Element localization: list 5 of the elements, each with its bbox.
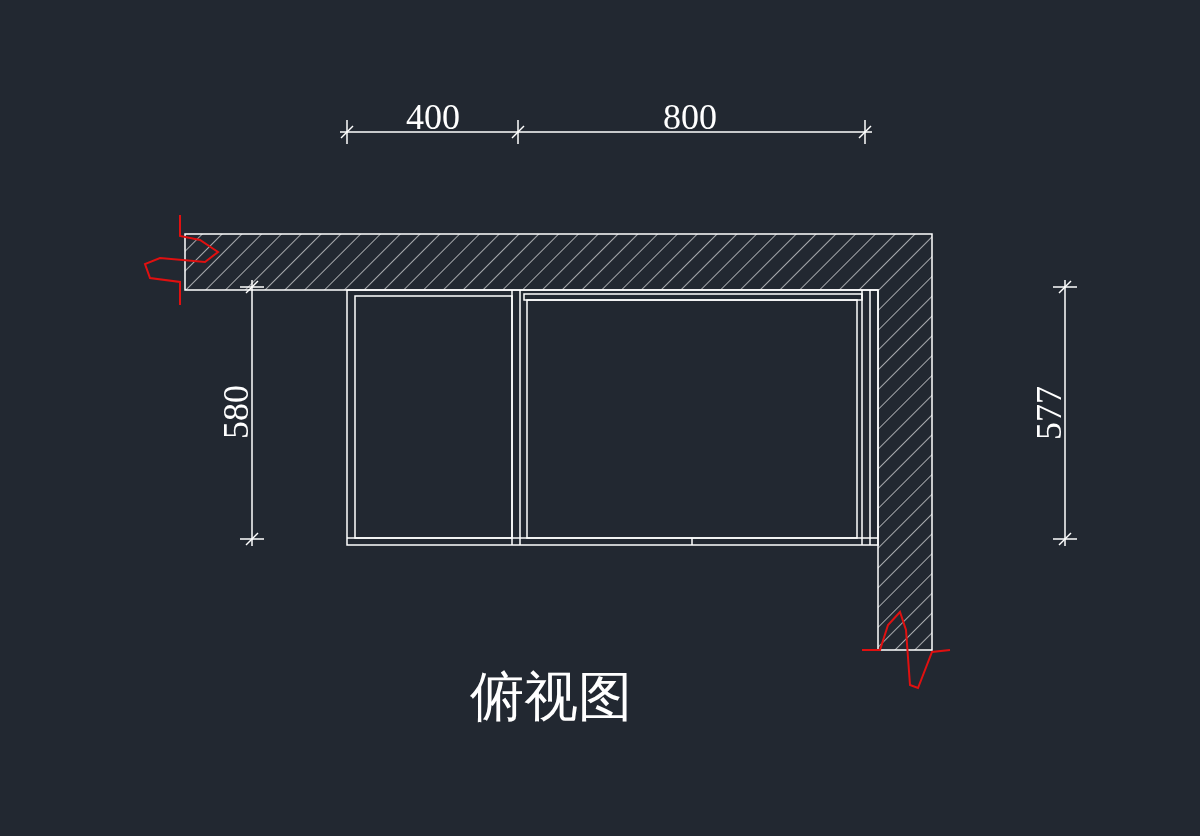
dimension-text: 580	[218, 385, 254, 439]
drawing-caption: 俯视图	[470, 667, 632, 727]
dimension-text: 800	[663, 99, 717, 135]
dimension-text: 577	[1031, 386, 1067, 440]
dimension-text: 400	[406, 99, 460, 135]
